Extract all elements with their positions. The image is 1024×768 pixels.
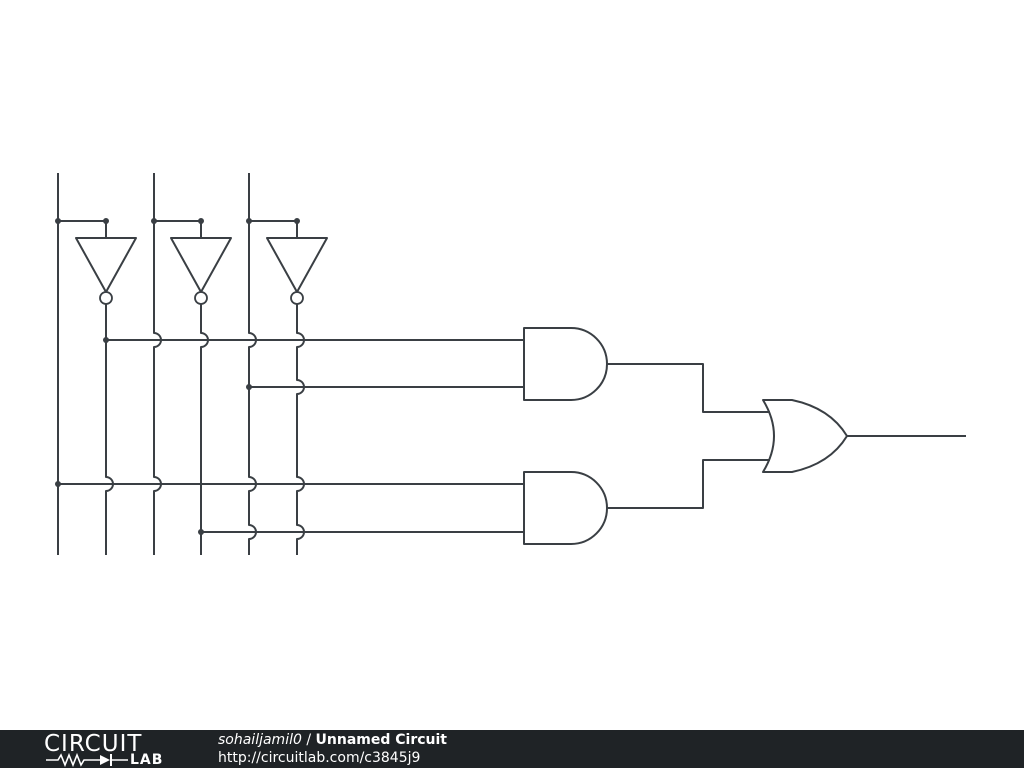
and1-input-wire-1 xyxy=(103,337,524,343)
footer-bar: CIRCUIT LAB sohailjamil0 / Unnamed Circu… xyxy=(0,730,1024,768)
not-gate-a xyxy=(75,237,137,305)
inverted-line-c xyxy=(296,304,305,555)
and-gate-1 xyxy=(523,327,608,401)
and2-input-wire-1 xyxy=(55,481,524,487)
and1-input-wire-2 xyxy=(246,384,524,390)
footer-info: sohailjamil0 / Unnamed Circuit http://ci… xyxy=(218,731,447,767)
or-gate xyxy=(762,399,848,473)
author-link[interactable]: sohailjamil0 xyxy=(218,732,302,748)
not-gate-c xyxy=(266,237,328,305)
and2-input-wire-2 xyxy=(198,529,524,535)
not-gate-b xyxy=(170,237,232,305)
input-line-a xyxy=(55,173,109,555)
circuit-url-link[interactable]: http://circuitlab.com/c3845j9 xyxy=(218,750,421,766)
logo-wordmark-top: CIRCUIT xyxy=(44,731,143,757)
inverted-line-b xyxy=(200,304,209,555)
and1-output-wire xyxy=(607,363,770,413)
title-separator: / xyxy=(301,732,316,748)
and-gate-2 xyxy=(523,471,608,545)
input-line-c xyxy=(246,173,300,555)
resistor-diode-icon xyxy=(46,752,128,768)
logo-wordmark-bottom: LAB xyxy=(130,752,164,768)
circuit-title-link[interactable]: Unnamed Circuit xyxy=(315,732,447,748)
circuitlab-logo[interactable]: CIRCUIT LAB xyxy=(44,731,174,768)
input-line-b xyxy=(151,173,204,555)
footer-title-line: sohailjamil0 / Unnamed Circuit xyxy=(218,731,447,749)
and2-output-wire xyxy=(607,459,770,509)
circuit-schematic xyxy=(55,173,966,555)
